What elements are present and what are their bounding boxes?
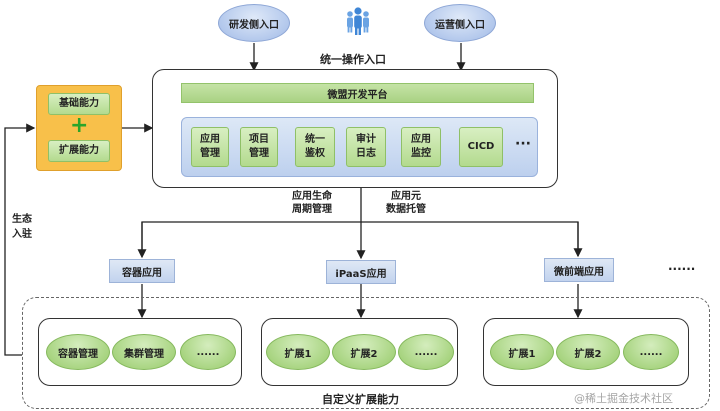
base-capability-node: 基础能力 <box>48 93 110 115</box>
module-app-management: 应用 管理 <box>191 127 229 167</box>
module-project-management: 项目 管理 <box>240 127 278 167</box>
container-group-item-1: 容器管理 <box>46 334 110 370</box>
micro-frontend-group-item-3: ...... <box>623 334 679 370</box>
ipaas-group-item-1: 扩展1 <box>266 334 330 370</box>
users-icon <box>344 6 372 36</box>
container-app-node: 容器应用 <box>109 259 175 283</box>
modules-more-ellipsis: ··· <box>515 136 531 152</box>
micro-frontend-app-node: 微前端应用 <box>544 258 614 282</box>
unified-entry-label: 统一操作入口 <box>320 53 386 66</box>
plus-icon: + <box>70 113 89 138</box>
custom-extension-region <box>22 297 710 409</box>
container-group-item-2: 集群管理 <box>112 334 176 370</box>
ipaas-group-item-3: ...... <box>398 334 454 370</box>
container-group-item-3: ...... <box>180 334 236 370</box>
ops-entry-node: 运营侧入口 <box>424 4 496 42</box>
ipaas-app-node: iPaaS应用 <box>326 260 396 284</box>
dev-entry-label: 研发侧入口 <box>229 19 279 31</box>
module-cicd: CICD <box>459 127 503 167</box>
watermark: @稀土掘金技术社区 <box>574 392 673 405</box>
ecosystem-label: 生态 入驻 <box>12 214 32 240</box>
module-app-monitoring: 应用 监控 <box>401 127 441 167</box>
ops-entry-label: 运营侧入口 <box>435 19 485 31</box>
platform-title: 微盟开发平台 <box>327 89 388 101</box>
metadata-edge-label: 应用元 数据托管 <box>386 191 426 215</box>
extend-capability-node: 扩展能力 <box>48 140 110 162</box>
micro-frontend-group-item-1: 扩展1 <box>490 334 554 370</box>
module-unified-auth: 统一 鉴权 <box>295 127 335 167</box>
module-audit-log: 审计 日志 <box>346 127 386 167</box>
app-types-more-ellipsis: ······ <box>668 262 696 276</box>
ipaas-group-item-2: 扩展2 <box>332 334 396 370</box>
lifecycle-edge-label: 应用生命 周期管理 <box>292 191 332 215</box>
custom-extension-label: 自定义扩展能力 <box>322 393 399 406</box>
dev-entry-node: 研发侧入口 <box>218 4 290 42</box>
micro-frontend-group-item-2: 扩展2 <box>556 334 620 370</box>
platform-title-bar: 微盟开发平台 <box>181 83 534 103</box>
